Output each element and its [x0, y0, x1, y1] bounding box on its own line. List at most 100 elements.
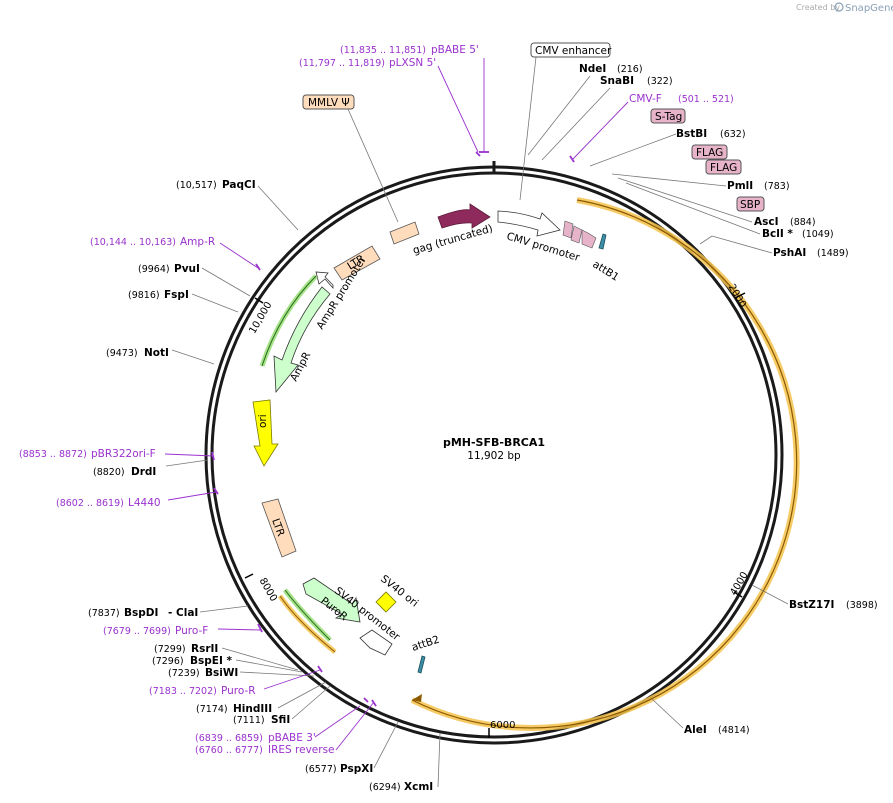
attb2-feature[interactable] [417, 655, 426, 674]
tick-8000-label: 8000 [257, 576, 279, 604]
svg-text:(216): (216) [617, 64, 643, 75]
sv40-promoter-arrow[interactable] [359, 629, 393, 656]
svg-text:SnaBI: SnaBI [600, 75, 634, 87]
svg-text:pBABE 5': pBABE 5' [431, 44, 479, 56]
mmlv-psi-box[interactable] [302, 94, 355, 110]
insert-orf-line [411, 199, 798, 729]
primer-l4440[interactable]: (8602 .. 8619) L4440 [56, 487, 219, 509]
insert-orf-highlight [410, 197, 800, 731]
site-bstz17i[interactable]: BstZ17I (3898) [751, 584, 878, 611]
sv40-ori-feature[interactable] [375, 591, 397, 613]
site-pmli[interactable]: PmlI (783) [611, 173, 790, 192]
tick-10000-label: 10,000 [247, 300, 274, 336]
site-hindiii[interactable]: (7174) HindIII [196, 681, 327, 715]
site-rsrii[interactable]: (7299) RsrII [154, 643, 299, 671]
site-noti[interactable]: (9473) NotI [106, 347, 215, 365]
svg-text:BstBI: BstBI [676, 128, 707, 140]
site-pspxi[interactable]: (6577) PspXI [305, 721, 399, 775]
ori-feature-arrow[interactable] [252, 399, 279, 467]
site-paqci[interactable]: (10,517) PaqCI [176, 179, 299, 231]
svg-text:(9964): (9964) [138, 264, 170, 275]
primer-pbabe3[interactable]: (6839 .. 6859) pBABE 3' [195, 697, 369, 744]
sbp-feature[interactable] [581, 229, 597, 249]
tick-4000-mark [733, 591, 743, 598]
svg-text:BstZ17I: BstZ17I [789, 599, 834, 611]
snapgene-logo-icon [834, 2, 844, 12]
svg-text:(10,517): (10,517) [176, 180, 217, 191]
svg-text:AscI: AscI [754, 216, 779, 228]
cmv-enhancer-label: CMV enhancer [535, 45, 612, 57]
watermark-brand: SnapGene [845, 3, 893, 14]
primer-pbabe5[interactable]: (11,835 .. 11,851) pBABE 5' [340, 44, 489, 153]
site-bspei[interactable]: (7296) BspEI * [152, 655, 303, 673]
svg-text:(7174): (7174) [196, 704, 228, 715]
flag1-feature[interactable] [570, 225, 583, 244]
site-snabi[interactable]: SnaBI (322) [541, 75, 673, 161]
ampr-promoter-arrow[interactable] [315, 271, 334, 290]
primer-puro-f[interactable]: (7679 .. 7699) Puro-F [103, 623, 263, 637]
svg-text:FspI: FspI [164, 289, 189, 301]
svg-text:(1049): (1049) [802, 229, 834, 240]
sbp-label: SBP [740, 199, 760, 211]
site-bstbi[interactable]: BstBI (632) [589, 128, 746, 167]
svg-text:(11,797 .. 11,819): (11,797 .. 11,819) [299, 58, 385, 69]
flag1-label: FLAG [696, 147, 723, 159]
svg-text:(9473): (9473) [106, 348, 138, 359]
svg-text:CMV-F: CMV-F [629, 93, 662, 105]
svg-text:IRES reverse: IRES reverse [268, 744, 335, 756]
sbp-box[interactable] [736, 196, 765, 212]
primer-ires-reverse[interactable]: (6760 .. 6777) IRES reverse [195, 699, 377, 756]
attb1-feature[interactable] [598, 233, 607, 250]
gag-feature-arrow[interactable] [437, 203, 491, 229]
svg-text:(8602 .. 8619): (8602 .. 8619) [56, 498, 124, 509]
puror-feature-arrow[interactable] [302, 577, 361, 623]
site-alei[interactable]: AleI (4814) [651, 698, 750, 736]
site-xcmi[interactable]: (6294) XcmI [369, 732, 441, 793]
site-bcli[interactable]: BclI * (1049) [625, 182, 834, 240]
site-bspdi-clai[interactable]: (7837) BspDI - ClaI [88, 605, 249, 619]
cmv-enhancer-box[interactable] [530, 42, 611, 58]
primer-pbr322ori-f[interactable]: (8853 .. 8872) pBR322ori-F [19, 448, 215, 461]
ltr-top-feature[interactable] [333, 245, 381, 281]
cmv-promoter-arrow[interactable] [497, 210, 561, 237]
site-sfii[interactable]: (7111) SfiI [233, 685, 331, 726]
attb1-label: attB1 [590, 258, 621, 283]
site-drdi[interactable]: (8820) DrdI [93, 459, 209, 478]
svg-text:(8820): (8820) [93, 467, 125, 478]
svg-text:(632): (632) [720, 129, 746, 140]
site-pvui[interactable]: (9964) PvuI [138, 263, 251, 297]
svg-text:L4440: L4440 [128, 497, 161, 509]
flag1-box[interactable] [691, 144, 728, 160]
flag2-box[interactable] [705, 159, 742, 175]
svg-text:(4814): (4814) [718, 725, 750, 736]
primer-puro-r[interactable]: (7183 .. 7202) Puro-R [149, 665, 323, 697]
site-asci[interactable]: AscI (884) [617, 177, 816, 228]
svg-text:Amp-R: Amp-R [180, 236, 215, 248]
puror-outer-line [279, 595, 336, 653]
svg-text:(8853 .. 8872): (8853 .. 8872) [19, 449, 87, 460]
s-tag-feature[interactable] [562, 220, 574, 239]
svg-text:(501 .. 521): (501 .. 521) [678, 94, 734, 105]
svg-text:- ClaI: - ClaI [168, 607, 198, 619]
site-fspi[interactable]: (9816) FspI [128, 289, 239, 313]
tick-2000-label: 2000 [726, 282, 748, 310]
mmlv-psi-feature[interactable] [389, 221, 420, 245]
primer-ampr[interactable]: (10,144 .. 10,163) Amp-R [90, 236, 261, 271]
s-tag-box[interactable] [650, 108, 686, 124]
primer-plxsn5[interactable]: (11,797 .. 11,819) pLXSN 5' [299, 57, 481, 157]
svg-text:(3898): (3898) [846, 600, 878, 611]
svg-text:(7183 .. 7202): (7183 .. 7202) [149, 686, 217, 697]
svg-text:(7679 .. 7699): (7679 .. 7699) [103, 626, 171, 637]
ampr-feature-arrow[interactable] [273, 286, 331, 394]
ltr-bottom-feature[interactable] [261, 498, 297, 558]
site-ndei[interactable]: NdeI (216) [527, 63, 643, 156]
svg-text:PshAI: PshAI [773, 247, 806, 259]
attb2-label: attB2 [410, 634, 441, 654]
svg-text:(7837): (7837) [88, 608, 120, 619]
site-bsiwi[interactable]: (7239) BsiWI [168, 667, 315, 679]
svg-text:(6760 .. 6777): (6760 .. 6777) [195, 745, 263, 756]
primer-cmvf[interactable]: CMV-F (501 .. 521) [569, 93, 734, 163]
svg-text:(7111): (7111) [233, 715, 265, 726]
site-pshai[interactable]: PshAI (1489) [699, 235, 849, 259]
svg-text:Puro-R: Puro-R [221, 685, 256, 697]
